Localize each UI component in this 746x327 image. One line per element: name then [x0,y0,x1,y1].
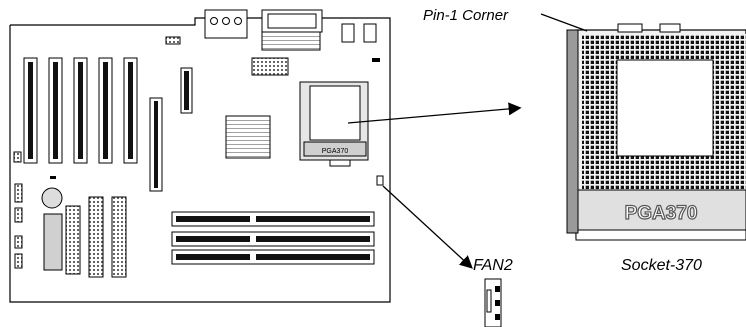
jumper [372,58,380,62]
dimm-slots [171,211,375,265]
battery [41,187,63,209]
io-panel [204,9,377,51]
header-connector [165,36,181,45]
fan2-arrow [382,185,473,269]
cnr-slot [180,67,193,114]
heatsink [225,115,271,159]
agp-slot [149,97,163,192]
socket-lever [566,29,579,234]
pga370-large-label: PGA370 [625,203,698,224]
pin1-corner-label: Pin-1 Corner [423,7,509,24]
pci-slots [23,57,138,164]
socket-arrow [347,102,522,124]
atx-power-connector [251,57,289,76]
ide-connectors [65,196,127,278]
cpu-socket-small [299,81,369,167]
board-outline [9,17,391,303]
bios-chip [43,213,63,271]
socket370-label: Socket-370 [621,257,702,274]
fan2-connector [484,278,502,327]
pin1-pointer [540,13,588,32]
fan2-label: FAN2 [473,257,513,274]
fan2-header-small [376,175,384,186]
pga370-small-label: PGA370 [322,148,349,155]
side-headers [13,151,23,269]
socket370-large [566,23,746,241]
